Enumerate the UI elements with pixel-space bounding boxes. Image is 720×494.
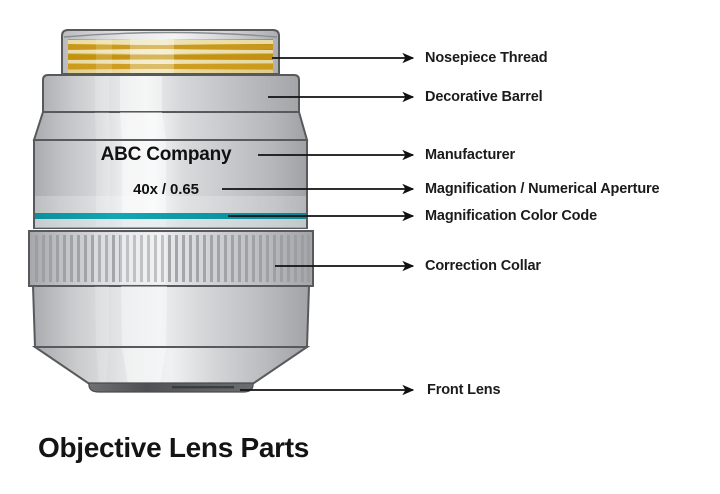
lower-body-shape [31,285,311,348]
label-front-lens: Front Lens [427,382,501,398]
cone-highlight-2 [96,348,109,384]
barrel-highlight [120,76,162,111]
label-manufacturer: Manufacturer [425,147,516,163]
front-cone-shape [31,346,311,386]
label-correction-collar: Correction Collar [425,258,541,274]
label-magnification-na: Magnification / Numerical Aperture [425,181,660,197]
collar-ribs [35,235,310,282]
thread-stripes [68,40,273,73]
main-body-highlight-2 [96,141,110,227]
cone-highlight [122,348,166,384]
below-color-code-sheen [35,219,306,228]
label-magnification-color-code: Magnification Color Code [425,208,598,224]
shoulder-taper-shape [32,111,309,141]
collar-highlight-2 [94,233,108,284]
lower-body-group [31,285,311,348]
leader-lines [222,52,415,396]
main-body-highlight [122,141,166,227]
thread-highlight [130,39,174,73]
front-lens-group [88,382,254,393]
engraving-magnification-na: 40x / 0.65 [133,181,199,198]
lower-body-highlight [121,286,167,347]
label-nosepiece-thread: Nosepiece Thread [425,50,548,66]
nosepiece-thread-group [61,29,280,75]
shoulder-highlight [120,112,166,140]
front-cone-group [31,346,311,386]
main-body-lower-sheen [35,196,306,213]
barrel-highlight-2 [95,76,109,111]
barrel-shoulder-group [32,111,309,141]
magnification-color-code-band [35,213,306,219]
decorative-barrel-shape [42,74,300,113]
shoulder-highlight-2 [95,112,110,140]
label-decorative-barrel: Decorative Barrel [425,89,543,105]
decorative-barrel-group [42,74,300,113]
correction-collar-group [28,230,314,287]
figure-title: Objective Lens Parts [38,432,310,463]
thread-highlight-2 [96,39,112,73]
engraving-manufacturer: ABC Company [100,144,232,165]
main-body-group [33,139,308,229]
front-lens-glint [172,386,234,389]
lower-body-highlight-2 [95,286,109,347]
thread-top-curve [63,31,278,38]
front-lens-element [88,382,254,393]
collar-highlight [120,233,166,284]
